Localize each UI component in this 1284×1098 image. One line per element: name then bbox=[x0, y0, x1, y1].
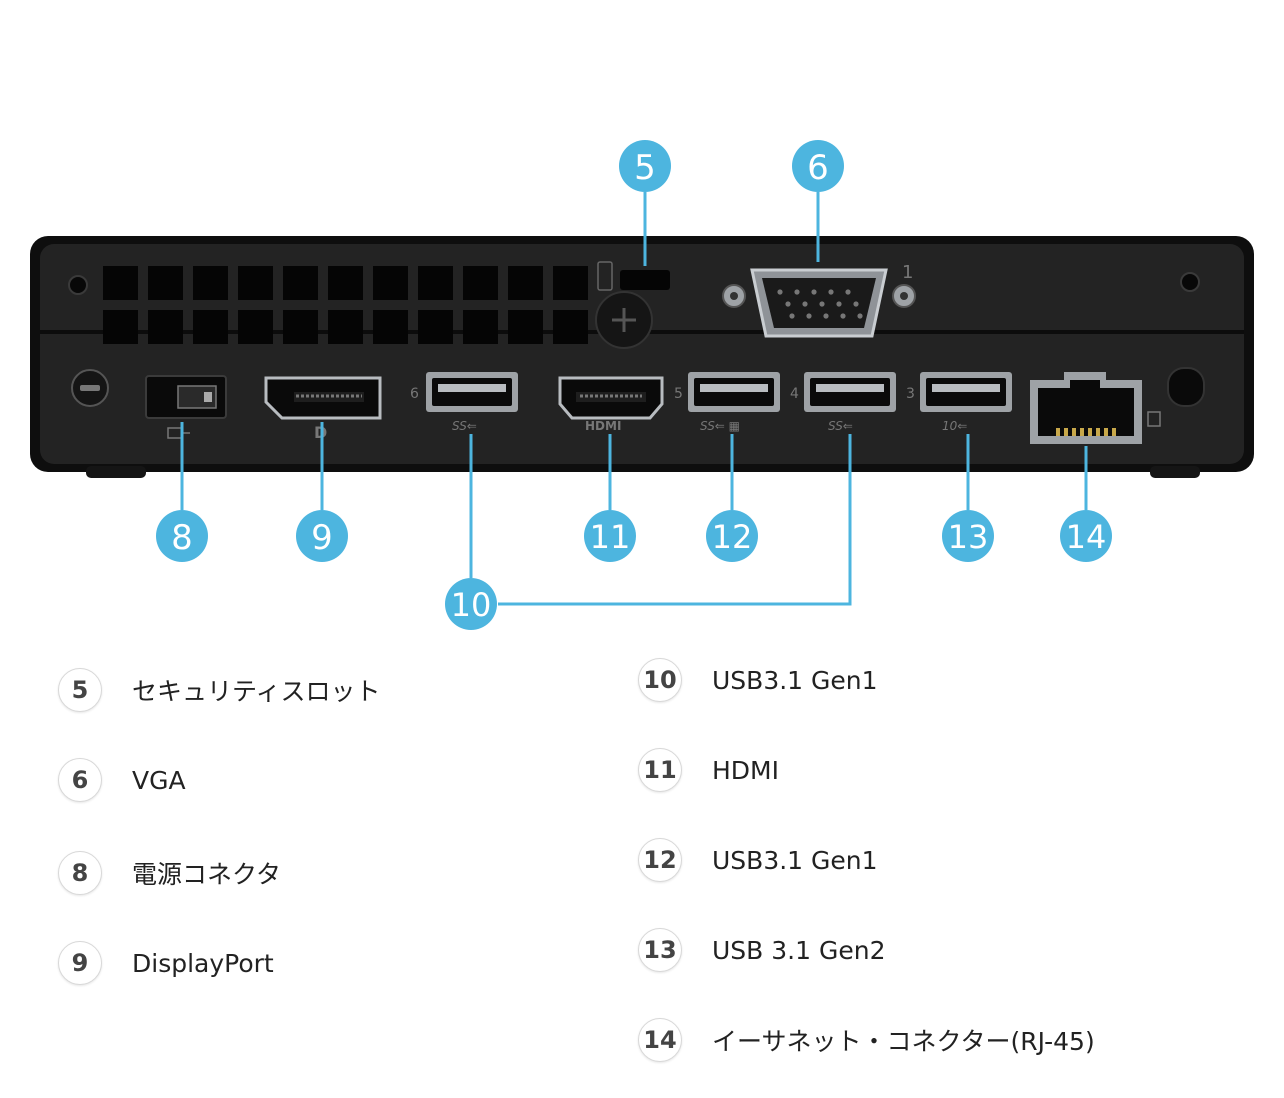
legend-number: 8 bbox=[58, 851, 102, 895]
svg-text:12: 12 bbox=[712, 518, 753, 556]
legend-number: 13 bbox=[638, 928, 682, 972]
vga-index-marking: 1 bbox=[902, 262, 913, 283]
hdmi-port: HDMI bbox=[558, 376, 664, 433]
usb-port-3-index: 3 bbox=[906, 386, 915, 402]
legend-label: HDMI bbox=[712, 755, 779, 785]
legend-label: 電源コネクタ bbox=[132, 860, 282, 889]
svg-text:SS⇐ ▦: SS⇐ ▦ bbox=[700, 419, 740, 433]
legend-number: 6 bbox=[58, 758, 102, 802]
svg-text:10: 10 bbox=[451, 586, 492, 624]
screw-hole-right bbox=[1180, 272, 1200, 292]
legend-label: DisplayPort bbox=[132, 948, 274, 978]
callout-lines bbox=[180, 192, 1088, 606]
security-slot bbox=[595, 261, 670, 349]
usb-port-4: 4 SS⇐ bbox=[790, 372, 896, 433]
legend-label: イーサネット・コネクター(RJ-45) bbox=[712, 1027, 1095, 1056]
legend-label: USB 3.1 Gen2 bbox=[712, 935, 886, 965]
callout-8: 8 bbox=[156, 510, 208, 562]
displayport-port: D bbox=[264, 376, 382, 442]
usb-port-5-index: 5 bbox=[674, 386, 683, 402]
callout-10: 10 bbox=[445, 578, 497, 630]
legend-label: VGA bbox=[132, 765, 186, 795]
legend-item-9: 9 DisplayPort bbox=[58, 940, 274, 986]
screw-hole-left bbox=[68, 275, 88, 295]
chassis-latch-right bbox=[1167, 367, 1205, 407]
callout-12: 12 bbox=[706, 510, 758, 562]
chassis-lock bbox=[71, 369, 109, 407]
legend-item-13: 13 USB 3.1 Gen2 bbox=[638, 927, 885, 973]
usb-port-6: 6 SS⇐ bbox=[410, 372, 518, 433]
callout-6: 6 bbox=[792, 140, 844, 192]
hdmi-marking: HDMI bbox=[585, 419, 621, 433]
callout-14: 14 bbox=[1060, 510, 1112, 562]
svg-text:5: 5 bbox=[634, 148, 656, 188]
ethernet-port bbox=[1030, 372, 1161, 444]
vent-grid bbox=[103, 266, 588, 344]
legend-item-14: 14 イーサネット・コネクター(RJ-45) bbox=[638, 1017, 1095, 1063]
vga-port: 1 bbox=[722, 262, 916, 338]
svg-text:10⇐: 10⇐ bbox=[942, 419, 967, 433]
power-connector bbox=[145, 375, 227, 439]
legend-label: USB3.1 Gen1 bbox=[712, 845, 878, 875]
legend-item-10: 10 USB3.1 Gen1 bbox=[638, 657, 878, 703]
svg-text:SS⇐: SS⇐ bbox=[452, 419, 477, 433]
callout-13: 13 bbox=[942, 510, 994, 562]
callout-11: 11 bbox=[584, 510, 636, 562]
legend-item-11: 11 HDMI bbox=[638, 747, 779, 793]
legend-label: セキュリティスロット bbox=[132, 677, 381, 706]
svg-text:14: 14 bbox=[1066, 518, 1107, 556]
legend-item-12: 12 USB3.1 Gen1 bbox=[638, 837, 878, 883]
usb-port-4-index: 4 bbox=[790, 386, 799, 402]
usb-port-6-index: 6 bbox=[410, 386, 419, 402]
legend-number: 9 bbox=[58, 941, 102, 985]
legend-label: USB3.1 Gen1 bbox=[712, 665, 878, 695]
callout-5: 5 bbox=[619, 140, 671, 192]
usb-port-5: 5 SS⇐ ▦ bbox=[674, 372, 780, 433]
legend-item-8: 8 電源コネクタ bbox=[58, 850, 281, 896]
legend-number: 11 bbox=[638, 748, 682, 792]
legend-number: 12 bbox=[638, 838, 682, 882]
svg-text:6: 6 bbox=[807, 148, 829, 188]
legend-number: 5 bbox=[58, 668, 102, 712]
legend-item-6: 6 VGA bbox=[58, 757, 186, 803]
legend-number: 14 bbox=[638, 1018, 682, 1062]
callout-9: 9 bbox=[296, 510, 348, 562]
svg-text:SS⇐: SS⇐ bbox=[828, 419, 853, 433]
svg-text:9: 9 bbox=[311, 518, 333, 558]
svg-text:11: 11 bbox=[590, 518, 631, 556]
legend-number: 10 bbox=[638, 658, 682, 702]
svg-text:13: 13 bbox=[948, 518, 989, 556]
legend-item-5: 5 セキュリティスロット bbox=[58, 667, 381, 713]
svg-text:8: 8 bbox=[171, 518, 193, 558]
usb-port-3: 3 10⇐ bbox=[906, 372, 1012, 433]
rear-panel-diagram: 1 D 6 SS⇐ HDMI 5 SS⇐ ▦ bbox=[30, 140, 1254, 630]
